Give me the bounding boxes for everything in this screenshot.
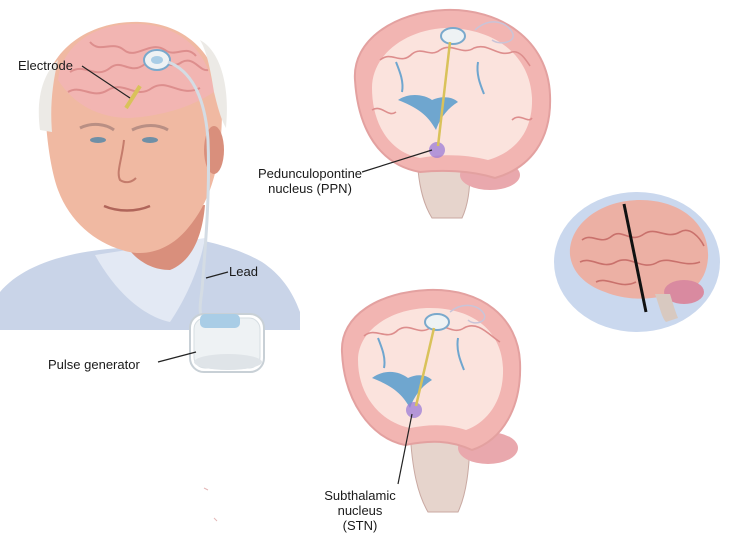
electrode-wire-ppn — [436, 41, 452, 147]
leader-stn — [397, 413, 413, 485]
patient-illustration — [0, 21, 300, 330]
eyebrow-right — [131, 124, 169, 132]
leader-electrode — [81, 65, 131, 99]
mouth — [103, 204, 151, 212]
lead-wire — [167, 60, 211, 324]
eye-right — [142, 137, 158, 143]
brain-lateral-inset — [554, 192, 720, 332]
ppn-target — [429, 142, 445, 158]
pulse-generator-device — [189, 313, 265, 373]
section-cut-line — [622, 203, 648, 313]
label-pulse-generator: Pulse generator — [48, 357, 140, 372]
electrode-cap-stn — [424, 313, 450, 331]
ventricle-stn — [372, 371, 432, 408]
label-ppn: Pedunculopontine nucleus (PPN) — [255, 166, 365, 196]
label-stn-line2: nucleus — [337, 503, 383, 518]
label-stn: Subthalamic nucleus (STN) — [320, 488, 400, 533]
eye-left — [90, 137, 106, 143]
label-lead: Lead — [229, 264, 258, 279]
electrode-wire-head — [124, 84, 142, 110]
stn-target — [406, 402, 422, 418]
label-ppn-line2: nucleus (PPN) — [268, 181, 352, 196]
electrode-cap-ppn — [440, 27, 466, 45]
leader-ppn — [361, 149, 433, 173]
brain-section-ppn — [353, 8, 552, 219]
nose — [117, 139, 137, 184]
label-stn-line3: (STN) — [342, 518, 378, 533]
leader-lead — [205, 271, 229, 279]
label-stn-line1: Subthalamic — [324, 488, 396, 503]
electrode-wire-stn — [414, 327, 436, 407]
hair — [200, 40, 227, 128]
leader-pulse-generator — [157, 351, 197, 363]
label-ppn-line1: Pedunculopontine — [257, 166, 363, 181]
label-electrode: Electrode — [18, 58, 73, 73]
eyebrow-left — [79, 122, 115, 132]
brain-section-stn — [340, 288, 522, 513]
